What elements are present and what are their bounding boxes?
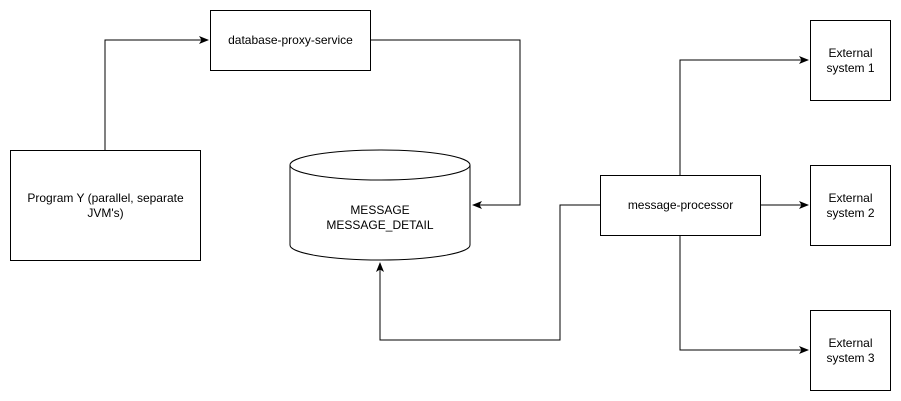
database-proxy-service-label: database-proxy-service (228, 33, 353, 47)
external-system-2-box[interactable]: External system 2 (810, 165, 891, 246)
database-proxy-service-box[interactable]: database-proxy-service (210, 10, 371, 71)
external-system-2-label: External system 2 (826, 190, 875, 220)
message-db-label: MESSAGE MESSAGE_DETAIL (326, 202, 434, 232)
message-processor-label: message-processor (627, 198, 734, 212)
edge-message-processor-to-message-db (376, 204, 600, 341)
program-y-label: Program Y (parallel, separate JVM's) (27, 190, 184, 220)
external-system-1-label: External system 1 (826, 45, 875, 75)
edge-message-processor-to-external-3 (679, 235, 809, 354)
program-y-box[interactable]: Program Y (parallel, separate JVM's) (10, 150, 201, 261)
edge-message-processor-to-external-1 (679, 56, 809, 175)
message-db-cylinder-icon (289, 149, 471, 261)
external-system-1-box[interactable]: External system 1 (810, 20, 891, 101)
message-processor-box[interactable]: message-processor (600, 175, 761, 236)
external-system-3-box[interactable]: External system 3 (810, 310, 891, 391)
edge-program-y-to-database-proxy (104, 36, 209, 150)
edge-database-proxy-to-message-db (370, 39, 521, 209)
external-system-3-label: External system 3 (826, 335, 875, 365)
